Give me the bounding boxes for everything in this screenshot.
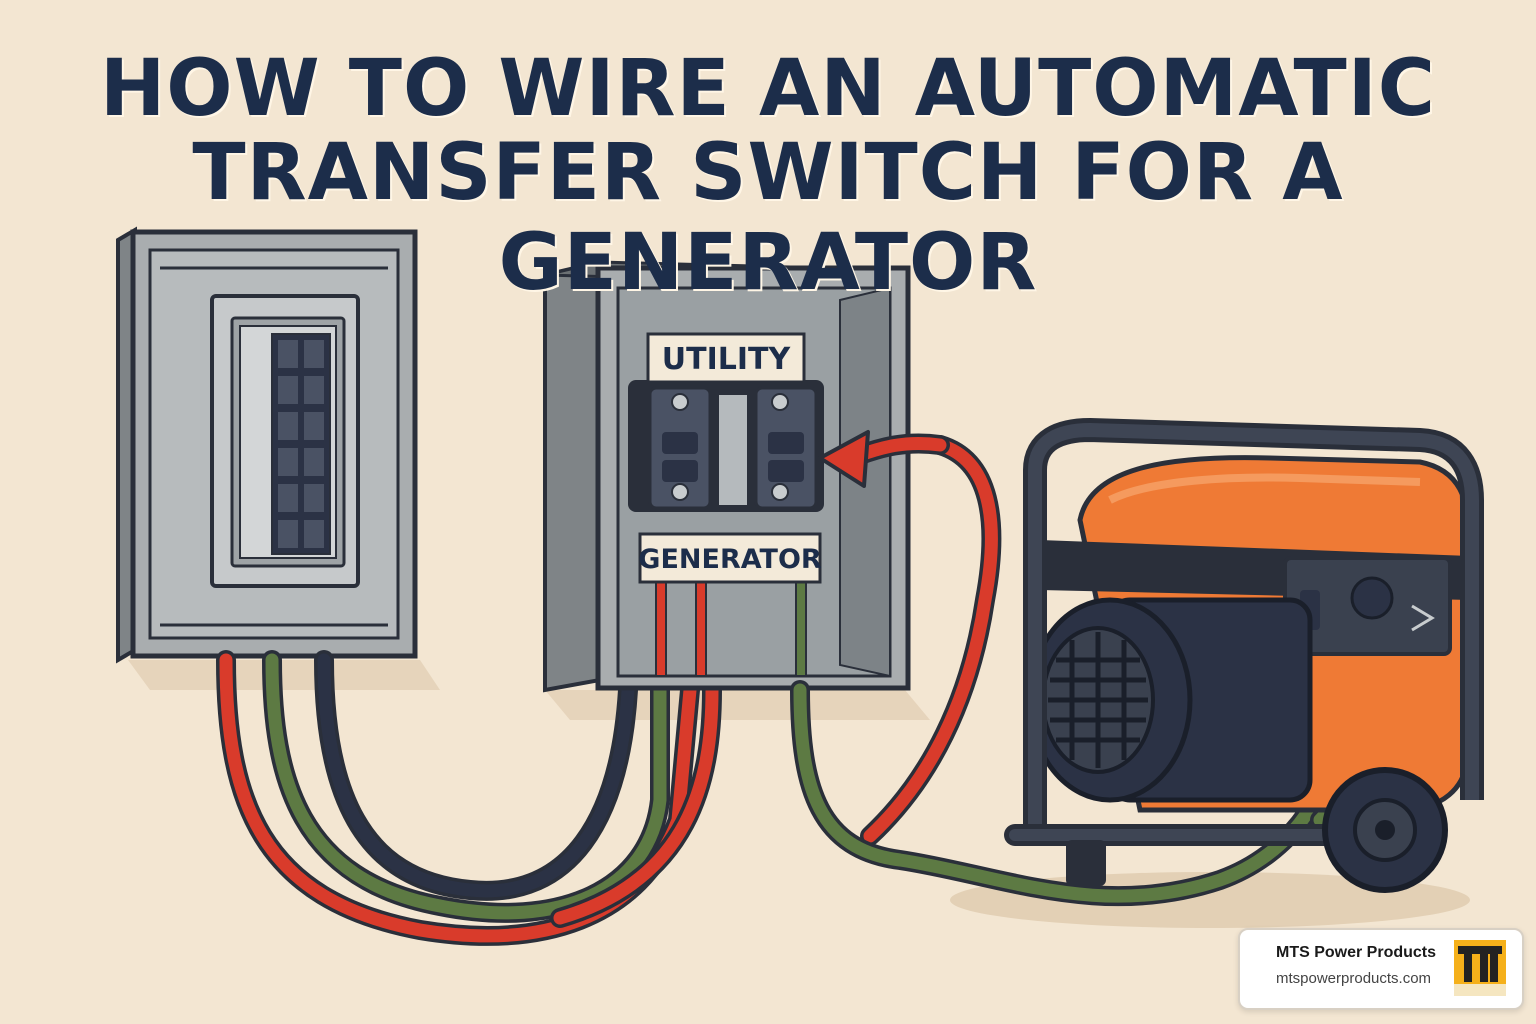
generator [1004,418,1484,893]
panel-shadow [128,660,440,690]
wire-black-1 [317,653,635,898]
engine-vent [1048,632,1148,768]
mts-logo-icon [1454,940,1506,996]
power-flow-arrow [818,430,1002,846]
badge-company-name: MTS Power Products [1276,944,1437,961]
switch-shadow [545,690,930,720]
breaker-panel [116,226,418,664]
watermark-badge[interactable]: MTS Power Products mtspowerproducts.com [1238,928,1524,1010]
transfer-switch: UTILITY GENERATOR [543,259,911,693]
generator-label: GENERATOR [638,544,822,575]
wire-red-2 [553,683,719,925]
title-line-1: HOW TO WIRE AN AUTOMATIC [99,44,1437,134]
utility-label-plate [646,332,806,384]
breaker-slots [278,340,324,548]
badge-url: mtspowerproducts.com [1276,970,1432,987]
title-line-2: TRANSFER SWITCH FOR A GENERATOR [192,128,1344,308]
panel-to-switch-wires [216,650,722,946]
generator-label-plate [638,532,822,584]
utility-label: UTILITY [662,342,792,377]
wire-green-1 [265,653,667,920]
arrow-head [818,430,870,488]
